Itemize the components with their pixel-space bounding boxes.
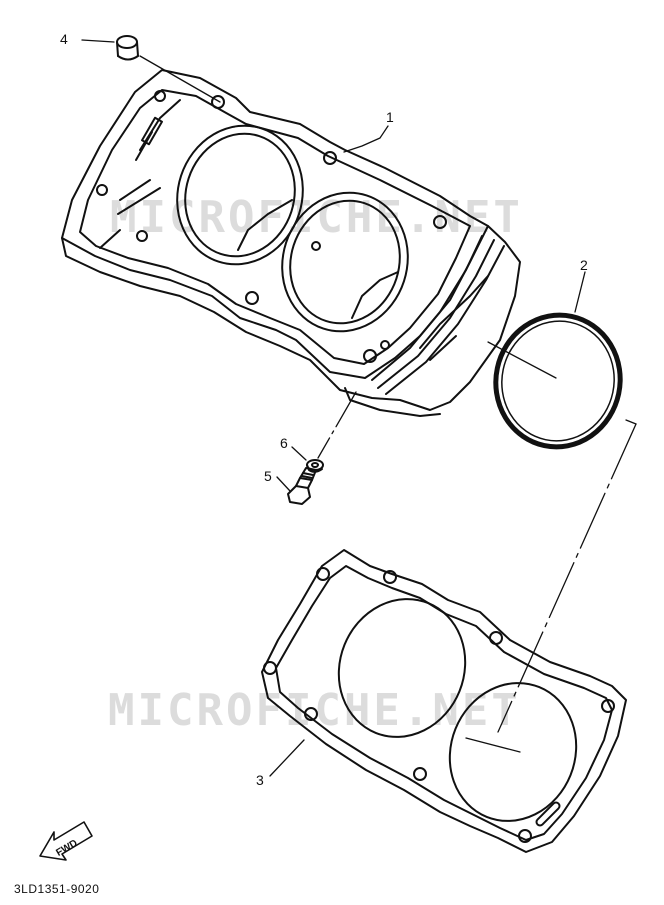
o-ring bbox=[493, 312, 623, 450]
callout-4: 4 bbox=[60, 31, 68, 47]
fwd-arrow-icon bbox=[39, 821, 93, 861]
cylinder-block bbox=[61, 69, 521, 417]
callout-5: 5 bbox=[264, 468, 272, 484]
cylinder-gasket bbox=[261, 549, 627, 853]
watermark-top: MICROFICHE.NET bbox=[110, 192, 523, 243]
callout-6: 6 bbox=[280, 435, 288, 451]
fwd-label: FWD bbox=[54, 838, 79, 859]
callout-3: 3 bbox=[256, 772, 264, 788]
bolt bbox=[287, 467, 317, 505]
callout-2: 2 bbox=[580, 257, 588, 273]
part-code: 3LD1351-9020 bbox=[14, 882, 99, 896]
leader-lines bbox=[81, 39, 637, 777]
dowel-pin bbox=[116, 35, 139, 61]
callout-1: 1 bbox=[386, 109, 394, 125]
